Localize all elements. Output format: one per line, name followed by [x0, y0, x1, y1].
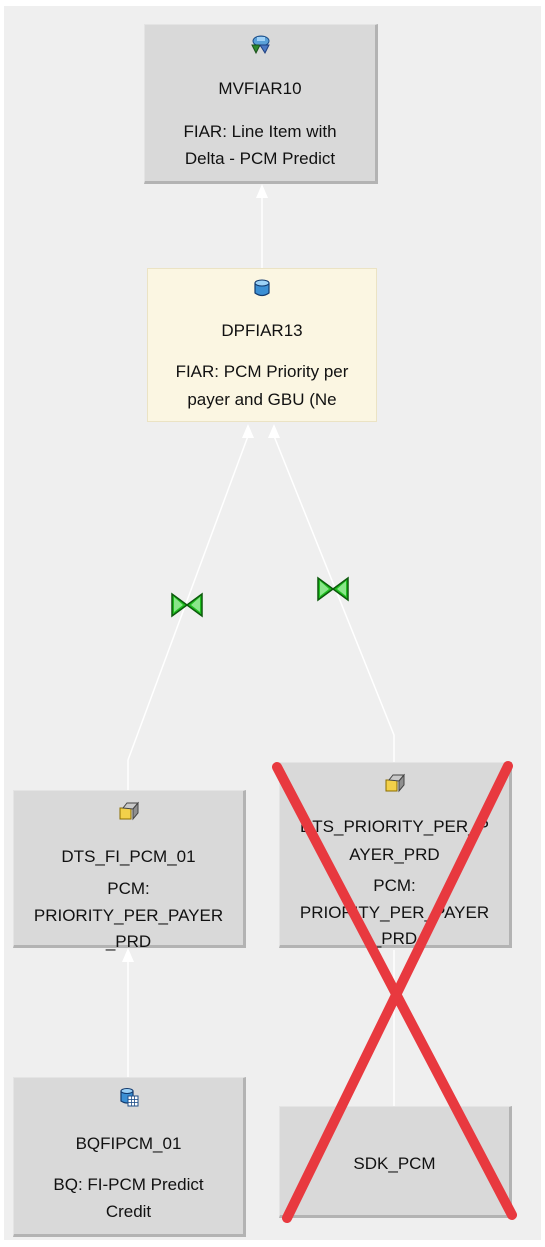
transformation-icon[interactable] — [316, 576, 350, 602]
node-description-line: Credit — [105, 1202, 152, 1221]
node-name: DTS_PRIORITY_PER_P — [300, 817, 489, 836]
edge-dts-left-to-dso — [127, 435, 249, 790]
node-description-line: payer and GBU (Ne — [187, 390, 337, 409]
infocube-query-icon — [119, 1088, 138, 1107]
node-infocube[interactable]: BQFIPCM_01 BQ: FI-PCM Predict Credit — [13, 1077, 246, 1237]
node-description-line: PRIORITY_PER_PAYER — [299, 903, 490, 922]
node-description-line: BQ: FI-PCM Predict — [53, 1175, 204, 1194]
node-name: DTS_FI_PCM_01 — [61, 847, 196, 866]
node-description-line: _PRD — [105, 932, 152, 951]
node-description-line: PCM: — [373, 876, 416, 895]
node-description-line: _PRD — [371, 929, 418, 948]
datastore-object-icon — [254, 279, 270, 297]
node-name: MVFIAR10 — [218, 79, 302, 98]
node-description-line: FIAR: PCM Priority per — [175, 362, 349, 381]
node-name: BQFIPCM_01 — [75, 1134, 182, 1153]
arrowhead-icon — [268, 424, 280, 438]
node-datastore-object[interactable]: DPFIAR13 FIAR: PCM Priority per payer an… — [147, 268, 377, 422]
transformation-icon[interactable] — [170, 592, 204, 618]
node-description-line: PCM: — [107, 879, 150, 898]
datasource-icon — [119, 801, 139, 821]
node-name: SDK_PCM — [353, 1154, 436, 1173]
arrowhead-icon — [242, 424, 254, 438]
datasource-icon — [385, 773, 405, 793]
multiprovider-icon — [251, 35, 270, 55]
node-source-system[interactable]: SDK_PCM — [279, 1106, 512, 1218]
node-multiprovider[interactable]: MVFIAR10 FIAR: Line Item with Delta - PC… — [144, 24, 378, 184]
node-dts-right[interactable]: DTS_PRIORITY_PER_P AYER_PRD PCM: PRIORIT… — [279, 762, 512, 948]
arrowhead-icon — [122, 948, 134, 962]
node-name: AYER_PRD — [349, 845, 440, 864]
node-dts-left[interactable]: DTS_FI_PCM_01 PCM: PRIORITY_PER_PAYER _P… — [13, 790, 246, 951]
node-description-line: FIAR: Line Item with — [183, 122, 337, 141]
arrowhead-icon — [256, 184, 268, 198]
edge-dts-right-to-dso — [273, 435, 395, 762]
node-description-line: PRIORITY_PER_PAYER — [33, 906, 224, 925]
node-description-line: Delta - PCM Predict — [184, 149, 336, 168]
node-name: DPFIAR13 — [221, 321, 303, 340]
